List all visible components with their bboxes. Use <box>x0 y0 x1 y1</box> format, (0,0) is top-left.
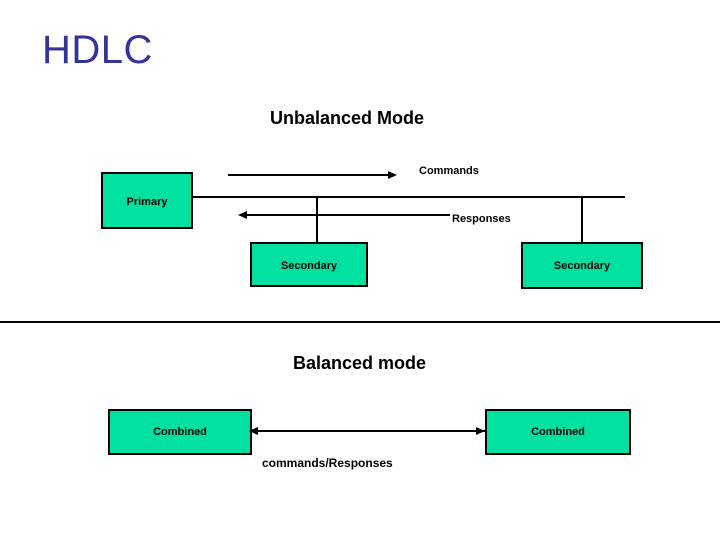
node-primary-label: Primary <box>126 195 168 208</box>
arrow-commands-responses-head-left-icon <box>249 427 258 435</box>
node-combined-2[interactable]: Combined <box>485 409 631 455</box>
node-combined-1[interactable]: Combined <box>108 409 252 455</box>
node-secondary-1[interactable]: Secondary <box>250 242 368 287</box>
node-secondary-1-label: Secondary <box>280 259 338 272</box>
page-title: HDLC <box>42 28 153 72</box>
node-combined-1-label: Combined <box>153 426 207 438</box>
node-combined-2-label: Combined <box>531 426 585 438</box>
arrow-commands-responses-head-right-icon <box>476 427 485 435</box>
section-divider <box>0 321 720 323</box>
node-secondary-2-label: Secondary <box>553 259 611 272</box>
edge-label-responses: Responses <box>452 213 511 225</box>
section-heading-balanced: Balanced mode <box>293 353 427 373</box>
arrow-commands-responses-shaft <box>252 430 485 432</box>
arrow-responses-shaft <box>247 214 450 216</box>
bus-line-primary-to-secondaries <box>192 196 625 198</box>
section-heading-unbalanced: Unbalanced Mode <box>270 108 425 128</box>
bus-drop-secondary-1 <box>316 196 318 244</box>
edge-label-commands: Commands <box>419 165 479 177</box>
bus-drop-secondary-2 <box>581 196 583 244</box>
edge-label-commands-responses: commands/Responses <box>262 456 393 470</box>
arrow-responses-head-icon <box>238 211 247 219</box>
node-secondary-2[interactable]: Secondary <box>521 242 643 289</box>
arrow-commands-head-icon <box>388 171 397 179</box>
node-primary[interactable]: Primary <box>101 172 193 229</box>
arrow-commands-shaft <box>228 174 388 176</box>
